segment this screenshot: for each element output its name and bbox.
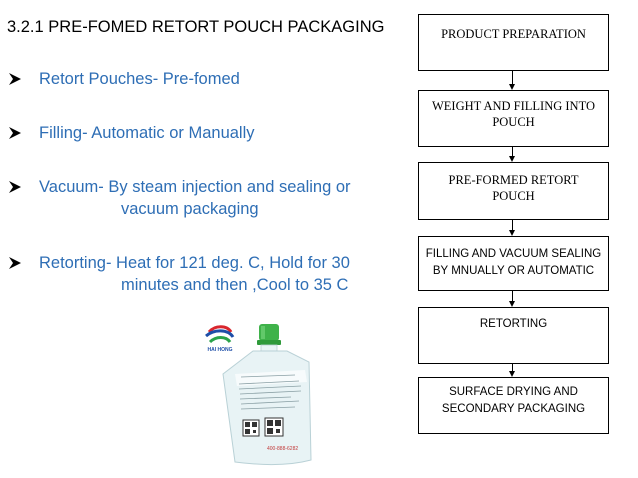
arrow-bullet-icon (7, 176, 29, 198)
flow-connector (512, 364, 513, 372)
flow-step-label: PRE-FORMED RETORT (448, 173, 579, 187)
flow-step-label: POUCH (492, 115, 535, 129)
flow-connector (512, 291, 513, 302)
retort-pouch-image: HAI HONG (195, 322, 410, 477)
bullet-continuation: minutes and then ,Cool to 35 C (121, 276, 349, 294)
bullet-retorting: Retorting- Heat for 121 deg. C, Hold for… (7, 252, 350, 296)
flow-step-label: SURFACE DRYING AND (449, 386, 578, 398)
flow-step-label: FILLING AND VACUUM SEALING (425, 248, 602, 260)
flow-step-label: POUCH (492, 189, 535, 203)
bullet-line: Vacuum- By steam injection and sealing o… (39, 178, 351, 196)
logo-text: HAI HONG (208, 347, 233, 353)
arrow-bullet-icon (7, 252, 29, 274)
arrow-down-icon (509, 301, 515, 307)
pouch-print-lines (238, 374, 302, 410)
arrow-bullet-icon (7, 68, 29, 90)
qr-code-icon (264, 417, 284, 437)
flow-step-preformed-pouch: PRE-FORMED RETORT POUCH (418, 162, 609, 220)
flow-step-weight-filling: WEIGHT AND FILLING INTO POUCH (418, 90, 609, 147)
slide-title: 3.2.1 PRE-FOMED RETORT POUCH PACKAGING (7, 18, 385, 36)
flow-step-filling-vacuum-sealing: FILLING AND VACUUM SEALING BY MNUALLY OR… (418, 236, 609, 291)
bullet-vacuum: Vacuum- By steam injection and sealing o… (7, 176, 351, 220)
flow-step-retorting: RETORTING (418, 307, 609, 364)
bullet-retort-pouches: Retort Pouches- Pre-fomed (7, 68, 240, 90)
bullet-text: Retort Pouches- Pre-fomed (39, 70, 240, 88)
flow-step-label: WEIGHT AND FILLING INTO (431, 99, 596, 113)
company-logo: HAI HONG (205, 325, 235, 353)
arrow-bullet-icon (7, 122, 29, 144)
arrow-down-icon (509, 84, 515, 90)
flow-step-label: RETORTING (479, 318, 548, 330)
bullet-text: Filling- Automatic or Manually (39, 124, 255, 142)
flow-step-surface-drying: SURFACE DRYING AND SECONDARY PACKAGING (418, 377, 609, 434)
bullet-continuation: vacuum packaging (121, 200, 259, 218)
flow-connector (512, 220, 513, 231)
qr-code-icon (242, 419, 260, 437)
pouch-phone: 400-888-6282 (267, 446, 298, 452)
arrow-down-icon (509, 230, 515, 236)
bullet-text: Vacuum- By steam injection and sealing o… (39, 176, 351, 220)
flow-step-label: PRODUCT PREPARATION (441, 27, 586, 41)
arrow-down-icon (509, 156, 515, 162)
flow-step-label: BY MNUALLY OR AUTOMATIC (432, 265, 595, 277)
bullet-filling: Filling- Automatic or Manually (7, 122, 255, 144)
flow-step-label: SECONDARY PACKAGING (441, 403, 586, 415)
bullet-text: Retorting- Heat for 121 deg. C, Hold for… (39, 252, 350, 296)
flow-connector (512, 147, 513, 157)
arrow-down-icon (509, 371, 515, 377)
flow-step-product-preparation: PRODUCT PREPARATION (418, 14, 609, 71)
bullet-line: Retorting- Heat for 121 deg. C, Hold for… (39, 254, 350, 272)
flow-connector (512, 71, 513, 85)
